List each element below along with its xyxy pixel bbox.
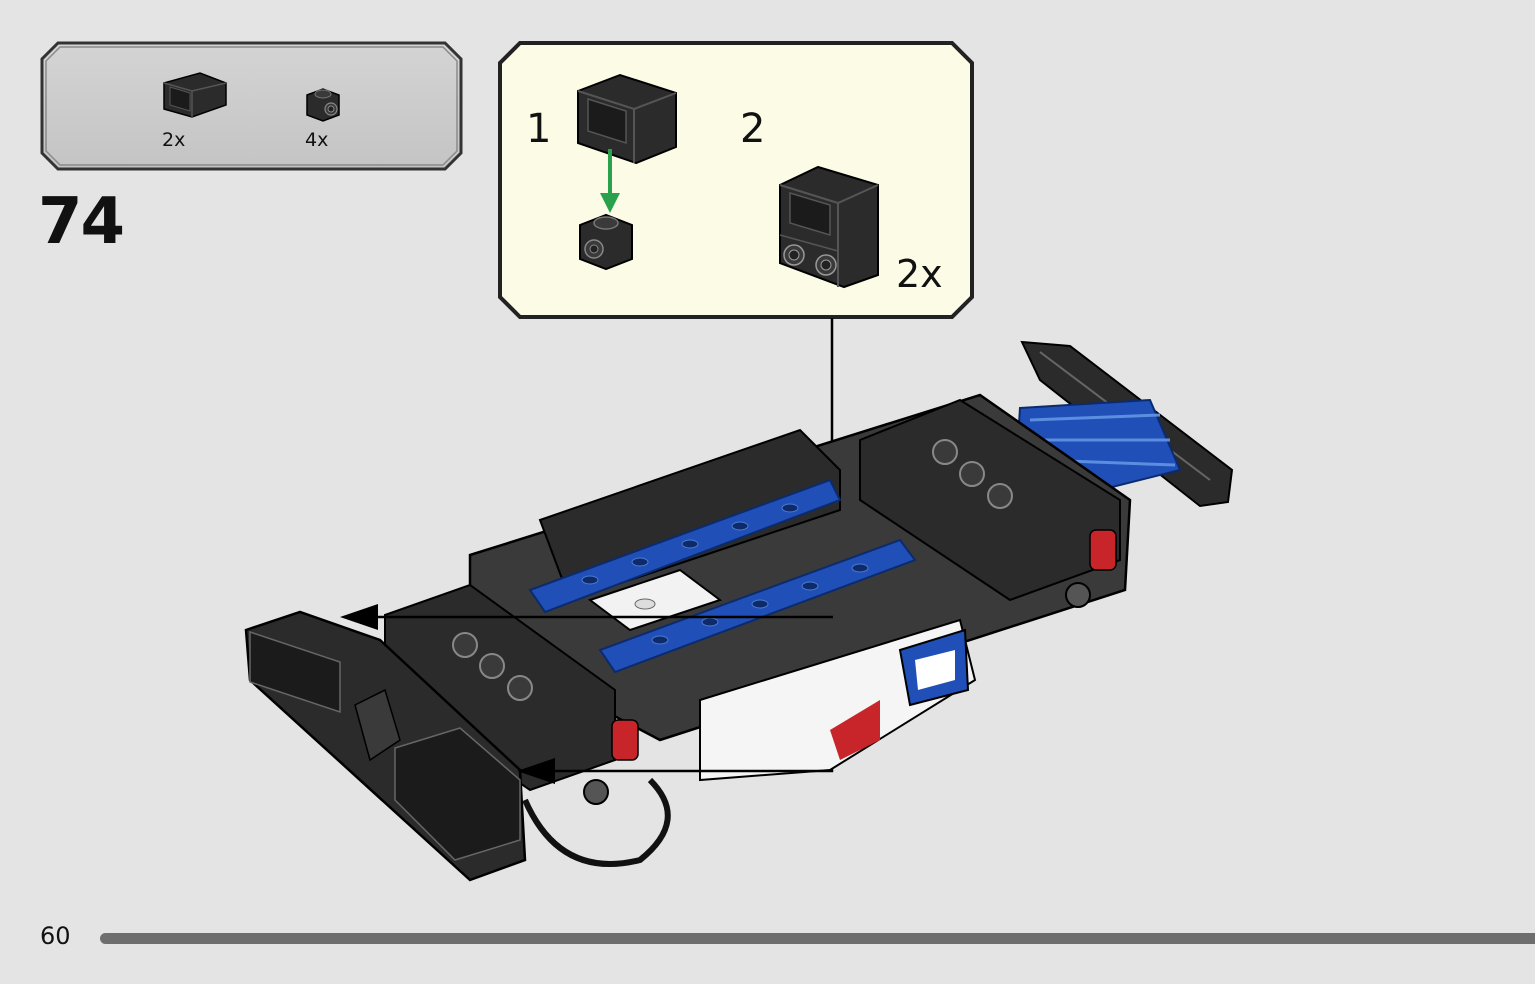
parts-list-box: 2x 4x [40,41,463,171]
step-number: 74 [38,185,125,259]
page-number: 60 [40,922,71,950]
substep-label-1: 1 [526,106,552,152]
placement-arrows [340,604,833,784]
page-progress-bar [100,933,1535,944]
part-qty-brick: 4x [305,129,329,151]
rear-wing [1016,340,1234,508]
substep1-panel-icon [577,73,677,165]
front-nose [244,610,671,882]
chassis-body [384,393,1132,805]
green-arrow-head [600,193,620,213]
brick-stud-icon [306,88,340,122]
substep2-assembly-icon [779,165,879,289]
part-qty-panel: 2x [162,129,186,151]
substep1-brick-icon [579,213,633,271]
panel-brick-icon [163,72,227,118]
substep-repeat-qty: 2x [896,252,943,296]
parts-list-frame [40,41,463,171]
substep-callout-box: 1 2 2x [498,41,974,319]
substep-frame [498,41,974,319]
substep-label-2: 2 [740,106,766,152]
